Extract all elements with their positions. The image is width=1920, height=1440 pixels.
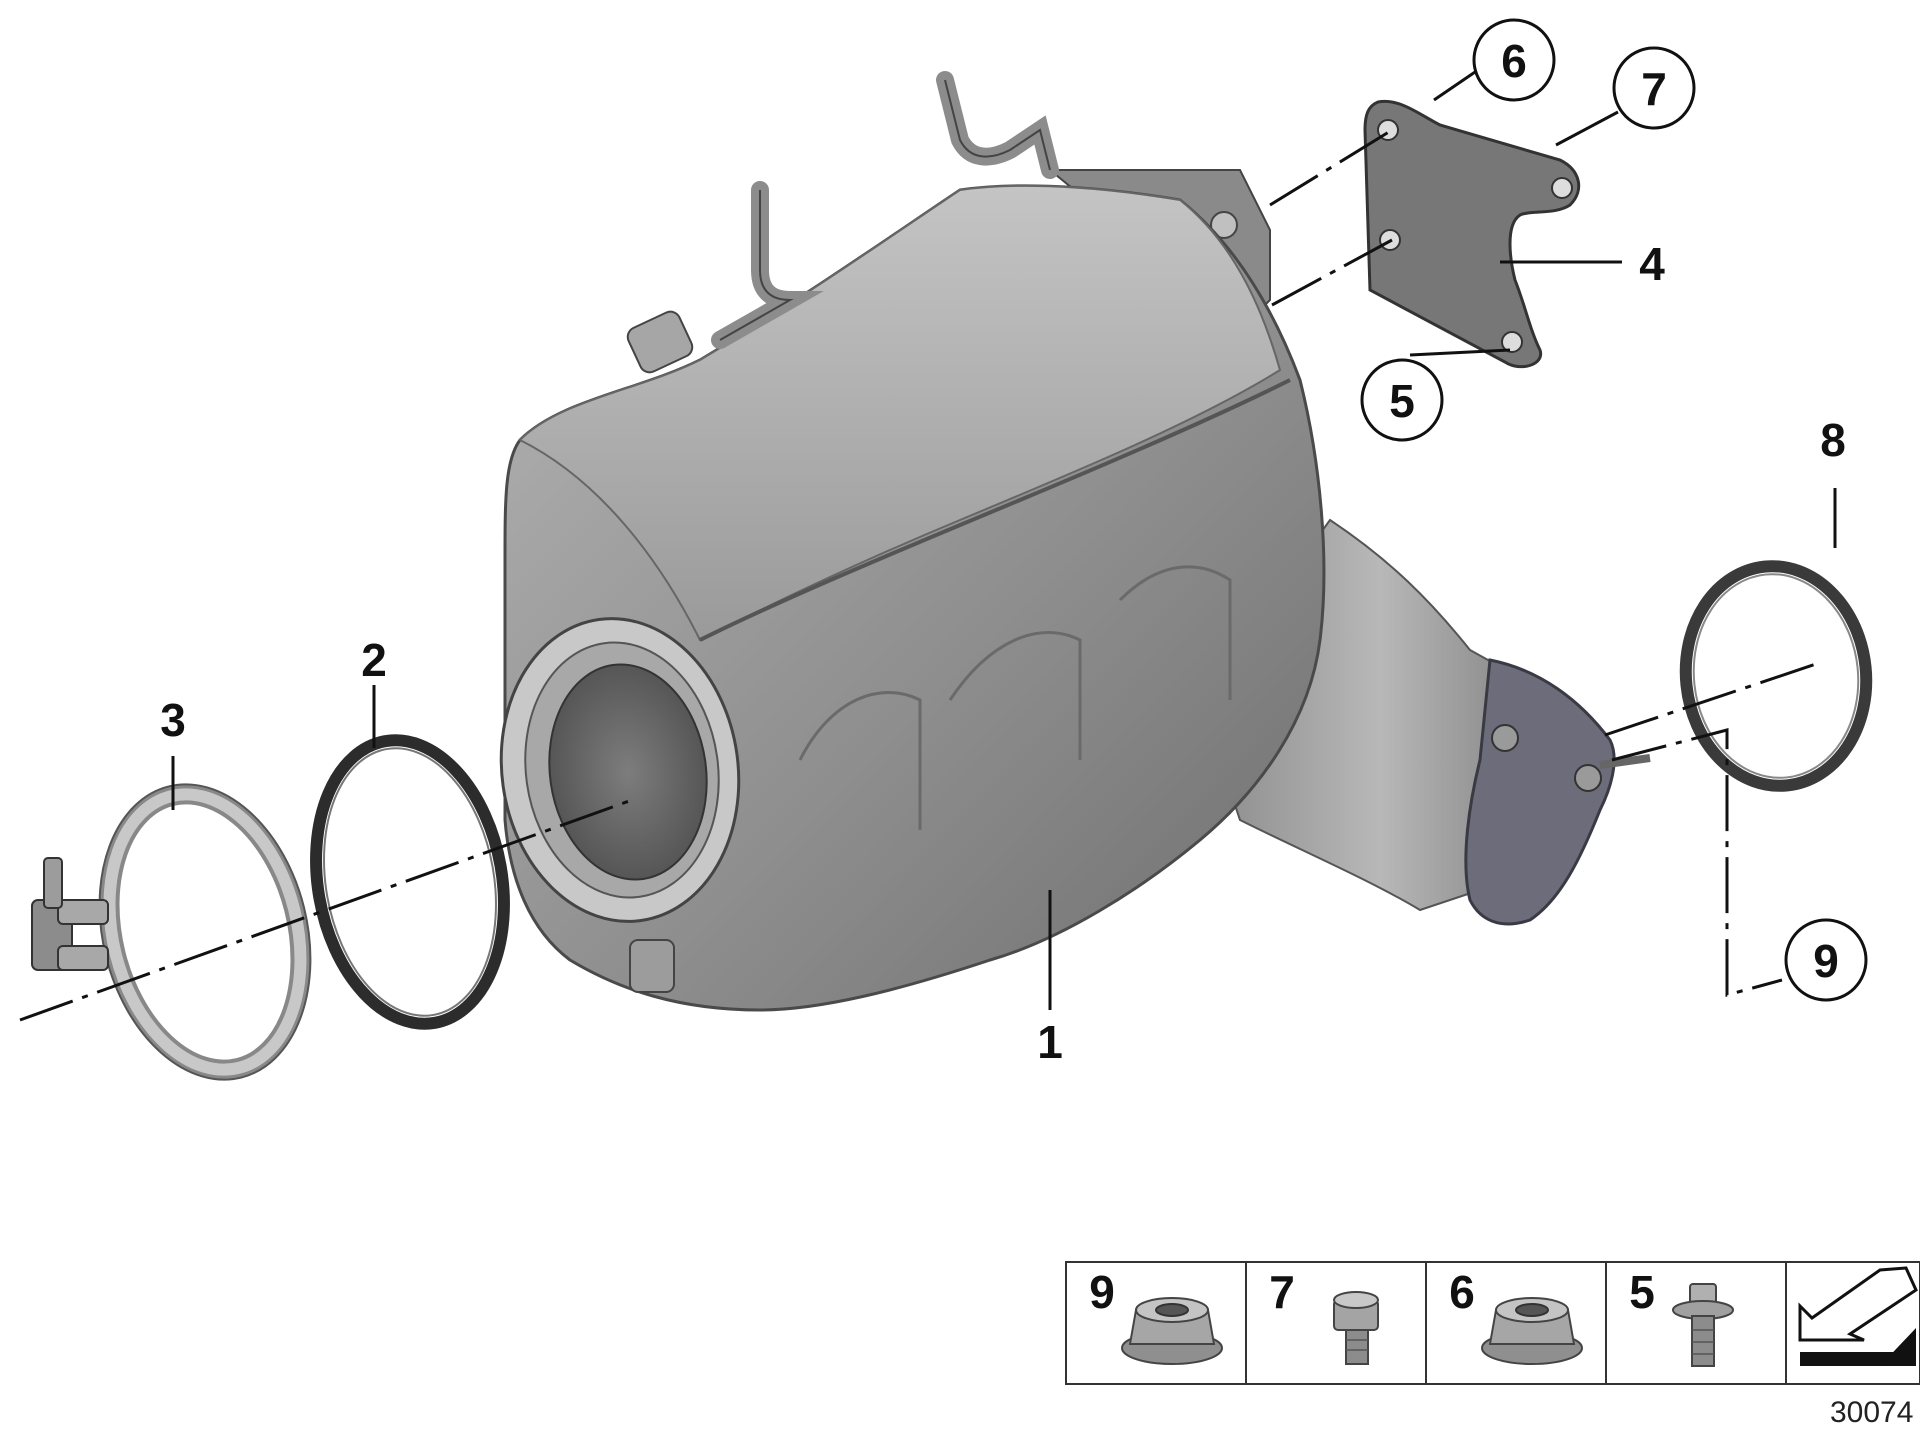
mounting-bracket (1363, 99, 1581, 369)
table-number-5: 5 (1629, 1266, 1655, 1318)
flange-bolt-icon (1672, 1283, 1734, 1367)
callout-3: 3 (160, 694, 186, 746)
catalytic-converter (499, 71, 1651, 1012)
callout-9: 9 (1813, 935, 1839, 987)
reference-arrow-icon (1798, 1266, 1918, 1366)
hex-bolt-icon (1333, 1291, 1379, 1365)
callout-7: 7 (1641, 63, 1667, 115)
table-number-6: 6 (1449, 1266, 1475, 1318)
gasket-ring (310, 734, 510, 1030)
callout-5: 5 (1389, 375, 1415, 427)
table-number-7: 7 (1269, 1266, 1295, 1318)
callout-8: 8 (1820, 414, 1846, 466)
hardware-table: 9 7 6 5 (1065, 1261, 1920, 1385)
reference-number: 30074 (1830, 1396, 1913, 1429)
callout-4: 4 (1639, 238, 1665, 290)
exhaust-clamp (31, 783, 312, 1081)
callout-6: 6 (1501, 35, 1527, 87)
callout-1: 1 (1037, 1016, 1063, 1068)
flange-nut-icon (1121, 1297, 1223, 1365)
callout-2: 2 (361, 634, 387, 686)
table-number-9: 9 (1089, 1266, 1115, 1318)
flange-nut-icon (1481, 1297, 1583, 1365)
sealing-ring (1679, 560, 1873, 792)
